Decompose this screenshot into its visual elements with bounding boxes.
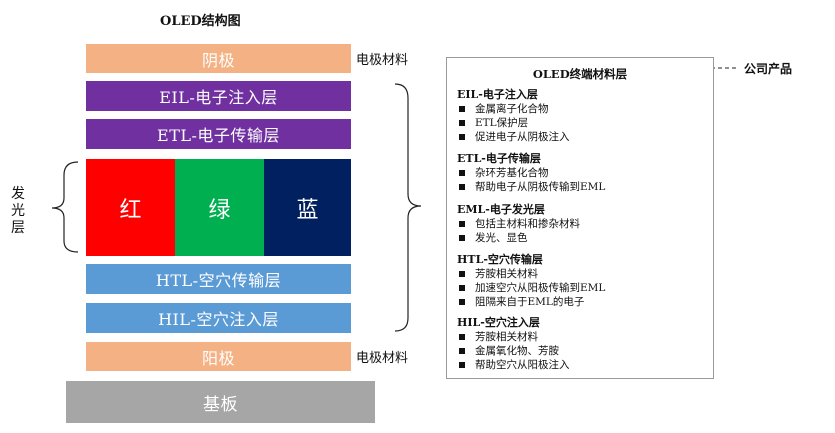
section-heading: HTL-空穴传输层	[457, 253, 543, 266]
item-text: 加速空穴从阳极传输到EML	[475, 282, 606, 294]
item-text: 金属离子化合物	[475, 103, 549, 115]
section-heading: ETL-电子传输层	[457, 152, 541, 165]
red-emitter: 红	[86, 159, 175, 256]
emitting-layer-label: 发 光 层	[10, 186, 26, 237]
anode-layer: 阳极	[86, 342, 351, 371]
item-text: 杂环芳基化合物	[475, 167, 549, 179]
item-text: 帮助电子从阴极传输到EML	[475, 181, 606, 193]
bullet-icon	[459, 299, 465, 305]
bullet-icon	[459, 106, 465, 112]
eil-layer: EIL-电子注入层	[86, 81, 351, 111]
list-item: 金属离子化合物	[457, 102, 570, 116]
list-item: ETL保护层	[457, 116, 570, 130]
list-item: 芳胺相关材料	[457, 330, 570, 344]
bullet-icon	[459, 362, 465, 368]
item-text: 促进电子从阴极注入	[475, 131, 570, 143]
item-text: 芳胺相关材料	[475, 268, 538, 280]
panel-title: OLED终端材料层	[532, 67, 628, 81]
section-heading: HIL-空穴注入层	[457, 316, 540, 329]
section-heading: EIL-电子注入层	[457, 88, 538, 101]
htl-layer: HTL-空穴传输层	[86, 264, 351, 294]
emitting-label-char: 层	[11, 220, 25, 236]
emitting-label-char: 发	[11, 186, 25, 202]
etl-layer: ETL-电子传输层	[86, 119, 351, 149]
item-text: 发光、显色	[475, 232, 528, 244]
bullet-icon	[459, 348, 465, 354]
company-product-label: 公司产品	[744, 62, 793, 76]
list-item: 帮助电子从阴极传输到EML	[457, 180, 605, 194]
electrode-label-bottom: 电极材料	[356, 351, 409, 366]
bullet-icon	[459, 184, 465, 190]
section-hil: HIL-空穴注入层 芳胺相关材料 金属氧化物、芳胺 帮助空穴从阳极注入	[457, 316, 570, 372]
list-item: 杂环芳基化合物	[457, 166, 605, 180]
electrode-label-top: 电极材料	[356, 53, 409, 68]
bullet-icon	[459, 285, 465, 291]
list-item: 芳胺相关材料	[457, 267, 605, 281]
section-heading: EML-电子发光层	[457, 203, 545, 216]
list-item: 促进电子从阴极注入	[457, 130, 570, 144]
section-htl: HTL-空穴传输层 芳胺相关材料 加速空穴从阳极传输到EML 阻隔来自于EML的…	[457, 253, 605, 309]
item-text: 阻隔来自于EML的电子	[475, 296, 585, 308]
section-eml: EML-电子发光层 包括主材料和掺杂材料 发光、显色	[457, 203, 580, 245]
list-item: 阻隔来自于EML的电子	[457, 295, 605, 309]
list-item: 发光、显色	[457, 231, 580, 245]
diagram-title: OLED结构图	[160, 14, 241, 29]
bullet-icon	[459, 271, 465, 277]
substrate-layer: 基板	[66, 381, 375, 423]
bullet-icon	[459, 170, 465, 176]
section-eil: EIL-电子注入层 金属离子化合物 ETL保护层 促进电子从阴极注入	[457, 88, 570, 144]
list-item: 帮助空穴从阳极注入	[457, 358, 570, 372]
list-item: 加速空穴从阳极传输到EML	[457, 281, 605, 295]
item-text: 芳胺相关材料	[475, 331, 538, 343]
item-text: 金属氧化物、芳胺	[475, 345, 559, 357]
section-etl: ETL-电子传输层 杂环芳基化合物 帮助电子从阴极传输到EML	[457, 152, 605, 194]
item-text: 帮助空穴从阳极注入	[475, 359, 570, 371]
item-text: 包括主材料和掺杂材料	[475, 218, 580, 230]
list-item: 包括主材料和掺杂材料	[457, 217, 580, 231]
cathode-layer: 阴极	[86, 44, 351, 73]
hil-layer: HIL-空穴注入层	[86, 303, 351, 333]
bullet-icon	[459, 120, 465, 126]
emitting-label-char: 光	[11, 203, 25, 219]
bullet-icon	[459, 334, 465, 340]
bullet-icon	[459, 235, 465, 241]
left-bracket	[51, 161, 79, 253]
blue-emitter: 蓝	[264, 159, 351, 256]
item-text: ETL保护层	[475, 117, 529, 129]
bullet-icon	[459, 134, 465, 140]
list-item: 金属氧化物、芳胺	[457, 344, 570, 358]
bullet-icon	[459, 221, 465, 227]
green-emitter: 绿	[175, 159, 264, 256]
right-bracket	[394, 83, 422, 332]
material-panel: OLED终端材料层 EIL-电子注入层 金属离子化合物 ETL保护层 促进电子从…	[446, 57, 714, 379]
